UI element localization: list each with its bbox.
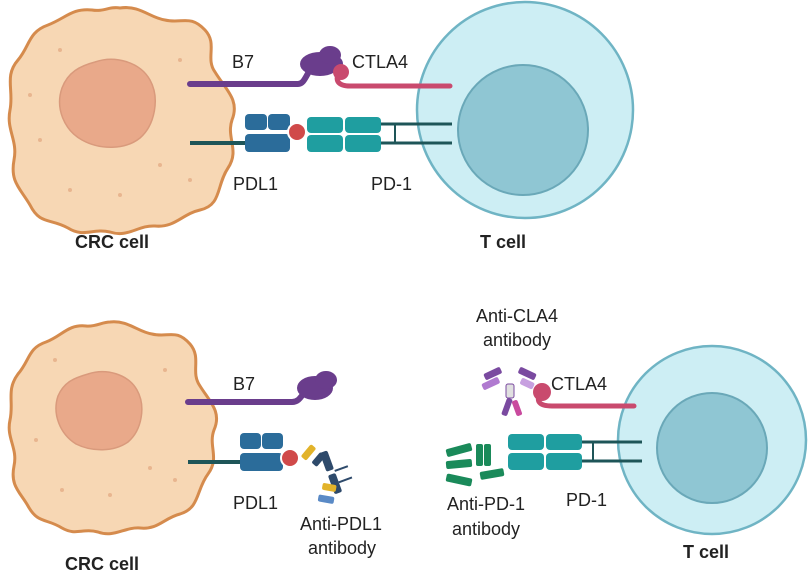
pdl1-receptor-top: [190, 114, 307, 152]
b7-receptor-bottom: [185, 371, 337, 405]
crc-cell-label: CRC cell: [75, 232, 149, 252]
t-cell-label: T cell: [683, 542, 729, 562]
anti-ctla4-label-line2: antibody: [483, 330, 551, 350]
t-cell-bottom: [616, 344, 808, 536]
crc-nucleus: [58, 58, 156, 148]
top-panel: B7 CTLA4 PDL1 PD-1 CRC cell T cell: [7, 0, 635, 252]
ligand-dot: [287, 122, 307, 142]
anti-pd1-antibody: [445, 443, 505, 487]
pdl1-receptor-bottom: [188, 433, 300, 471]
anti-ctla4-antibody: [481, 367, 537, 416]
b7-receptor-top: [187, 46, 343, 87]
b7-label: B7: [233, 374, 255, 394]
pd1-label: PD-1: [566, 490, 607, 510]
pdl1-label: PDL1: [233, 174, 278, 194]
anti-pd1-label-line2: antibody: [452, 519, 520, 539]
t-cell-label: T cell: [480, 232, 526, 252]
t-cell-nucleus: [656, 392, 768, 504]
ligand-dot: [280, 448, 300, 468]
pd1-receptor-bottom: [508, 434, 642, 470]
pdl1-label: PDL1: [233, 493, 278, 513]
anti-pdl1-label-line2: antibody: [308, 538, 376, 558]
bottom-panel: B7 CTLA4 PDL1 PD-1 Anti-CLA4 antibody An…: [7, 306, 808, 574]
anti-pd1-label-line1: Anti-PD-1: [447, 494, 525, 514]
t-cell-nucleus: [457, 64, 589, 196]
ctla4-receptor-bottom: [533, 383, 637, 409]
pd1-label: PD-1: [371, 174, 412, 194]
ctla4-label: CTLA4: [551, 374, 607, 394]
anti-pdl1-label-line1: Anti-PDL1: [300, 514, 382, 534]
anti-ctla4-label-line1: Anti-CLA4: [476, 306, 558, 326]
b7-label: B7: [232, 52, 254, 72]
anti-pdl1-antibody: [301, 444, 353, 504]
crc-nucleus: [55, 370, 143, 451]
pd1-receptor-top: [307, 117, 452, 152]
crc-cell-bottom: [7, 320, 219, 536]
t-cell-top: [415, 0, 635, 220]
crc-cell-label: CRC cell: [65, 554, 139, 574]
crc-cell-top: [7, 6, 236, 235]
ctla4-receptor-top: [333, 64, 453, 89]
ctla4-label: CTLA4: [352, 52, 408, 72]
